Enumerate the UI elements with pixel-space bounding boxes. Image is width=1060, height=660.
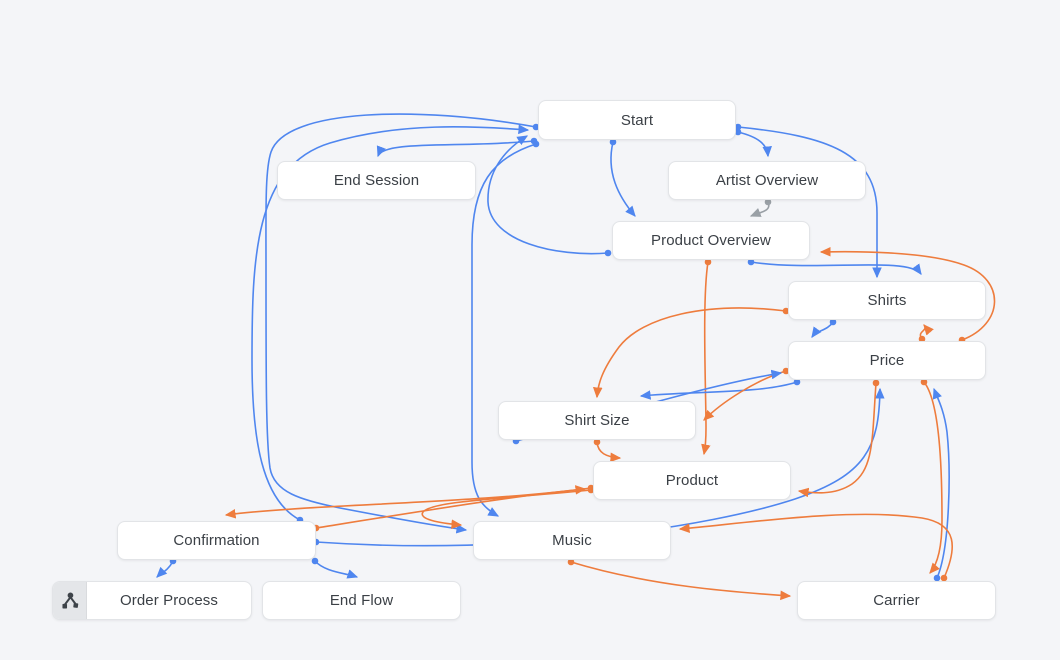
edge-start-music (471, 143, 537, 517)
edge-source-handle (872, 379, 880, 387)
node-label: Order Process (120, 592, 218, 609)
edge-source-handle (920, 378, 928, 386)
edge-source-handle (734, 123, 742, 131)
edge-source-handle (793, 378, 801, 386)
edge-source-handle (940, 574, 948, 582)
node-end_flow[interactable]: End Flow (262, 581, 461, 620)
edge-shirts-price (811, 321, 834, 338)
node-label: Price (869, 352, 905, 369)
edge-carrier-price (932, 387, 950, 579)
edge-source-handle (747, 258, 755, 266)
node-end_session[interactable]: End Session (277, 161, 476, 200)
edge-product_overview-product (701, 261, 711, 456)
edge-source-handle (593, 438, 601, 446)
edge-price-shirt_size (703, 370, 787, 421)
edge-source-handle (604, 249, 612, 257)
edge-source-handle (567, 558, 575, 566)
edge-source-handle (933, 574, 941, 582)
node-label: Shirt Size (564, 412, 630, 429)
node-shirts[interactable]: Shirts (788, 281, 986, 320)
edge-source-handle (311, 557, 319, 565)
subflow-icon (62, 592, 79, 609)
edge-source-handle (782, 307, 790, 315)
edge-price-carrier (923, 381, 943, 574)
edge-shirt_size-product (596, 441, 622, 463)
node-music[interactable]: Music (473, 521, 671, 560)
edge-start-product_overview (610, 141, 636, 217)
node-carrier[interactable]: Carrier (797, 581, 996, 620)
node-icon-panel (53, 582, 87, 619)
edge-start-artist_overview (737, 131, 772, 158)
edge-source-handle (829, 318, 837, 326)
edge-price-shirt_size (639, 381, 798, 400)
edge-shirts-shirt_size (592, 307, 787, 399)
edge-source-handle (734, 128, 742, 136)
edge-start-end_session (376, 140, 535, 158)
node-confirmation[interactable]: Confirmation (117, 521, 316, 560)
edge-product_overview-start (487, 135, 609, 255)
node-label: Start (620, 111, 654, 129)
edge-source-handle (532, 123, 540, 131)
node-shirt_size[interactable]: Shirt Size (498, 401, 696, 440)
edge-confirmation-price (315, 387, 885, 547)
node-label: Music (552, 532, 592, 549)
edge-confirmation-start (251, 124, 530, 521)
node-label: End Session (333, 172, 420, 189)
node-label: Shirts (867, 292, 907, 309)
edge-source-handle (782, 367, 790, 375)
edge-source-handle (609, 138, 617, 146)
edge-confirmation-order_process (156, 560, 174, 578)
node-order_process[interactable]: Order Process (52, 581, 252, 620)
edge-carrier-music (678, 513, 954, 579)
edge-start-music (265, 113, 537, 534)
node-product[interactable]: Product (593, 461, 791, 500)
edge-source-handle (704, 258, 712, 266)
node-label: End Flow (329, 592, 394, 609)
node-product_overview[interactable]: Product Overview (612, 221, 810, 260)
node-label: Product (665, 472, 719, 489)
node-label: Carrier (873, 592, 920, 609)
node-label: Product Overview (651, 232, 771, 249)
node-artist_overview[interactable]: Artist Overview (668, 161, 866, 200)
edge-source-handle (764, 198, 772, 206)
edge-source-handle (532, 140, 540, 148)
edge-source-handle (587, 486, 595, 494)
edge-product_overview-shirts (750, 261, 922, 275)
edge-confirmation-end_flow (314, 560, 359, 579)
node-label: Confirmation (173, 532, 260, 549)
edge-price-product (797, 382, 877, 498)
edge-confirmation-product (315, 485, 587, 529)
edge-price-product_overview (819, 246, 996, 341)
edge-music-carrier (570, 561, 792, 601)
edge-product-confirmation (224, 487, 592, 519)
edge-source-handle (918, 335, 926, 343)
node-label: Artist Overview (715, 172, 819, 189)
node-start[interactable]: Start (538, 100, 736, 140)
node-price[interactable]: Price (788, 341, 986, 380)
